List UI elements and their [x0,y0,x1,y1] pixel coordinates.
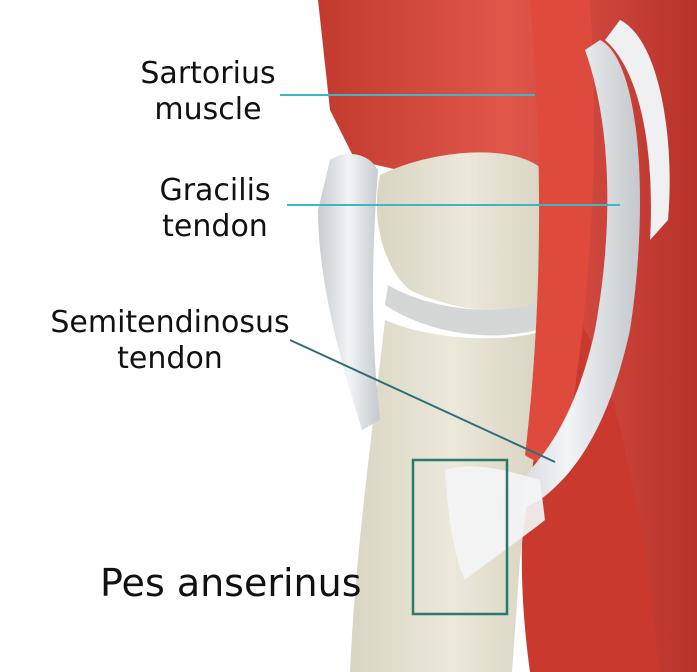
sartorius-label-line2: muscle [154,92,262,127]
gracilis-label: Gracilis tendon [140,173,290,245]
femur-condyle [376,152,559,312]
semitendinosus-leader-line [289,339,556,463]
tendon-bundle [495,40,640,520]
semitendinosus-label-line1: Semitendinosus [50,305,290,340]
sartorius-label-line1: Sartorius [140,56,276,91]
semitendinosus-label: Semitendinosus tendon [30,305,310,377]
patellar-tendon [318,154,380,430]
sartorius-label: Sartorius muscle [128,56,288,128]
pes-anserinus-label: Pes anserinus [100,561,362,605]
pes-anserinus-box [411,458,509,616]
sartorius-strap [525,0,594,462]
meniscus [385,285,552,336]
pes-insertion [445,466,545,580]
semitendinosus-label-line2: tendon [117,341,223,376]
gracilis-label-line2: tendon [162,209,268,244]
gracilis-label-line1: Gracilis [159,173,271,208]
tendon-strand-upper [605,20,670,240]
